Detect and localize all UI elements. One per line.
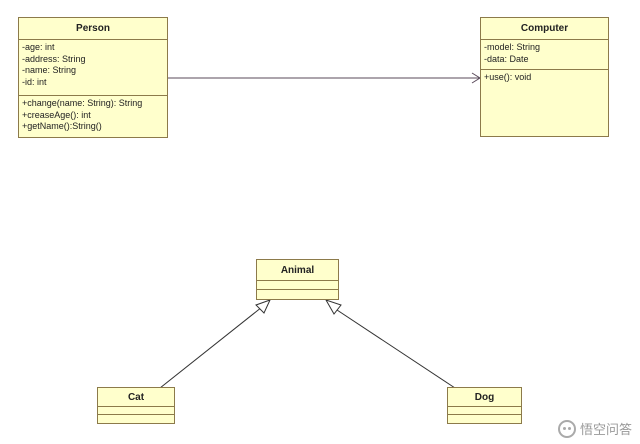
- class-person-operations: +change(name: String): String +creaseAge…: [19, 96, 167, 135]
- class-animal-attributes: [257, 281, 338, 290]
- operation: +getName():String(): [22, 121, 102, 131]
- attribute: -id: int: [22, 76, 47, 87]
- class-cat-name: Cat: [98, 388, 174, 407]
- operation: +creaseAge(): int: [22, 109, 91, 120]
- class-dog-attributes: [448, 407, 521, 415]
- class-cat-attributes: [98, 407, 174, 415]
- operation: +use(): void: [484, 72, 532, 82]
- class-animal-name: Animal: [257, 260, 338, 281]
- association-person-computer: [167, 72, 481, 84]
- class-cat[interactable]: Cat: [97, 387, 175, 424]
- attribute: -address: String: [22, 53, 86, 64]
- attribute: -age: int: [22, 42, 55, 52]
- chat-bubble-icon: [557, 419, 576, 438]
- class-dog-name: Dog: [448, 388, 521, 407]
- class-computer-name: Computer: [481, 18, 608, 40]
- generalization-cat-animal: [159, 299, 271, 389]
- class-computer[interactable]: Computer -model: String -data: Date +use…: [480, 17, 609, 137]
- class-person-attributes: -age: int -address: String -name: String…: [19, 40, 167, 96]
- class-animal[interactable]: Animal: [256, 259, 339, 300]
- attribute: -name: String: [22, 65, 77, 75]
- class-dog[interactable]: Dog: [447, 387, 522, 424]
- watermark-text: 悟空问答: [579, 422, 632, 437]
- class-computer-operations: +use(): void: [481, 70, 608, 86]
- class-cat-operations: [98, 415, 174, 423]
- class-computer-attributes: -model: String -data: Date: [481, 40, 608, 70]
- generalization-dog-animal: [324, 299, 456, 389]
- attribute: -model: String: [484, 42, 541, 52]
- class-person[interactable]: Person -age: int -address: String -name:…: [18, 17, 168, 138]
- class-dog-operations: [448, 415, 521, 423]
- class-person-name: Person: [19, 18, 167, 40]
- watermark: 悟空问答: [557, 419, 632, 438]
- class-animal-operations: [257, 290, 338, 299]
- attribute: -data: Date: [484, 53, 529, 64]
- operation: +change(name: String): String: [22, 98, 143, 108]
